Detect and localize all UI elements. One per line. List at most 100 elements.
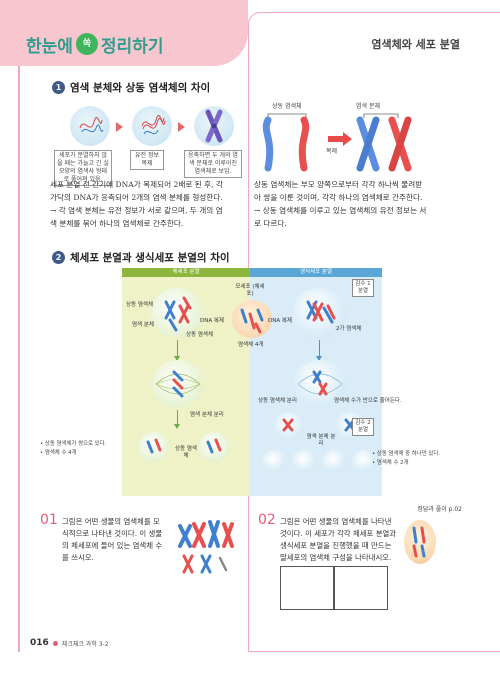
section2-title: 체세포 분열과 생식세포 분열의 차이 xyxy=(70,252,230,264)
caption-chromatin: 세포가 분열하지 않을 때는 가늘고 긴 실모양의 염색사 형태로 풀어져 있음… xyxy=(54,150,112,186)
germ-daughter-3 xyxy=(322,450,346,472)
germ-meiosis2-cell-left xyxy=(274,412,304,440)
section1-heading: 1 염색 분체와 상동 염색체의 차이 xyxy=(52,80,210,95)
note-somatic-line-1: • 상동 염색체가 쌍으로 있다. xyxy=(40,441,107,447)
question1-number: 01 xyxy=(40,512,58,528)
lbl-chromatid-left: 염색 분체 xyxy=(132,322,154,328)
question1-chromosome-figure xyxy=(178,520,234,574)
para-right-line-3: → 상동 염색체를 이루고 있는 염색체의 유전 정보는 서 xyxy=(254,206,427,215)
germ-meiosis2-left-chromosomes xyxy=(282,418,294,432)
header-tab xyxy=(0,0,248,66)
answer-reference: 정답과 풀이 p.02 xyxy=(417,506,462,513)
brand-badge: 쏙 xyxy=(75,33,98,55)
lbl-chromatid-separation-2: 염색 분체 분리 xyxy=(306,434,336,447)
lbl-half-chromosome: 염색체 수가 반으로 줄어든다. xyxy=(334,398,402,404)
caption-replicate: 유전 정보 복제 xyxy=(130,150,164,170)
answer-box-somatic[interactable] xyxy=(280,566,334,610)
q1-line-2: 식적으로 나타낸 것이다. 이 생물 xyxy=(62,529,163,538)
question1-text: 그림은 어떤 생물의 염색체를 모 식적으로 나타낸 것이다. 이 생물 의 체… xyxy=(62,516,174,564)
brand-tail: 정리하기 xyxy=(100,36,164,57)
question2-cell-chromosomes xyxy=(412,526,426,558)
q2-line-1: 그림은 어떤 생물의 염색체를 나타낸 xyxy=(280,517,392,526)
arrow-right-1 xyxy=(116,122,123,132)
section2-number: 2 xyxy=(52,251,65,264)
somatic-spindle xyxy=(155,370,201,398)
answer-box-germ[interactable] xyxy=(334,566,388,610)
chromosome-comparison-drawing xyxy=(262,113,412,172)
q1-line-4: 를 쓰시오. xyxy=(62,553,94,562)
somatic-division-tag: 체세포 분열 xyxy=(122,268,250,277)
label-homolog-top: 상동 염색체 xyxy=(272,103,302,110)
germ-mother-cell xyxy=(292,288,346,338)
note-somatic: • 상동 염색체가 쌍으로 있다. • 염색체 수 4개 xyxy=(40,440,106,458)
germ-daughter-1 xyxy=(262,450,286,472)
lbl-homolog-left: 상동 염색체 xyxy=(126,302,154,308)
lbl-homolog-separation: 상동 염색체 분리 xyxy=(258,398,297,404)
cell-progression xyxy=(62,106,242,146)
arrow-germ-1 xyxy=(314,340,324,361)
arrow-right-2 xyxy=(178,122,185,132)
somatic-mother-cell xyxy=(150,288,204,338)
section1-left-paragraph: 세포 분열 전 간기에 DNA가 복제되어 2배로 된 후, 각 가닥의 DNA… xyxy=(50,178,246,230)
chromatin-drawing xyxy=(79,116,104,133)
q2-line-3: 생식세포 분열을 진행했을 때 만드는 xyxy=(280,541,392,550)
question2-text: 그림은 어떤 생물의 염색체를 나타낸 것이다. 이 세포가 각각 체세포 분열… xyxy=(280,516,412,564)
lbl-dna-replication-left: DNA 복제 xyxy=(200,318,224,324)
note-germ-line-1: • 상동 염색체 중 하나만 있다. xyxy=(372,451,441,457)
page-title: 염색체와 세포 분열 xyxy=(371,38,460,51)
para-left-line-2: 가닥의 DNA가 응축되어 2개의 염색 분체를 형성한다. xyxy=(50,193,223,202)
cell-replicated xyxy=(132,106,172,146)
question2-number: 02 xyxy=(258,512,276,528)
somatic-daughter-right xyxy=(198,432,230,462)
badge-meiosis-1: 감수 1분열 xyxy=(352,279,374,297)
note-germ-line-2: • 염색체 수 2개 xyxy=(372,460,409,466)
somatic-metaphase-cell xyxy=(152,360,204,408)
section1-title: 염색 분체와 상동 염색체의 차이 xyxy=(70,82,211,94)
cell-condensed xyxy=(194,106,234,146)
lbl-mother-cell: 모세포 (체세포) xyxy=(235,284,265,297)
somatic-daughter-left xyxy=(138,432,170,462)
germ-mother-chromosomes xyxy=(306,300,336,324)
germ-division-tag: 생식세포 분열 xyxy=(250,268,382,277)
left-frame-line xyxy=(18,66,20,652)
para-right-line-2: 아 쌍을 이룬 것이며, 각각 하나의 염색체로 간주한다. xyxy=(254,193,423,202)
brand-main: 한눈에 xyxy=(26,36,73,57)
badge-meiosis-2: 감수 2분열 xyxy=(352,418,374,436)
germ-spindle xyxy=(297,370,343,396)
lbl-chromatid-separation-1: 염색 분체 분리 xyxy=(190,412,224,418)
lbl-homolog-bottom: 상동 염색체 xyxy=(175,446,197,459)
cell-chromatin xyxy=(70,106,110,146)
label-replicate: 복제 xyxy=(326,148,338,155)
arrow-somatic-1 xyxy=(172,340,182,361)
page-number: 016 xyxy=(30,638,49,648)
lbl-homolog-mid: 상동 염색체 xyxy=(186,332,214,338)
somatic-daughter-right-chromosomes xyxy=(206,438,222,454)
para-left-line-4: 색 분체를 묶어 하나의 염색체로 간주한다. xyxy=(50,219,184,228)
lbl-dna-replication-right: DNA 복제 xyxy=(268,318,292,324)
lbl-bivalent: 2가 염색체 xyxy=(336,326,362,332)
section1-number: 1 xyxy=(52,81,65,94)
para-right-line-1: 상동 염색체는 부모 양쪽으로부터 각각 하나씩 물려받 xyxy=(254,180,423,189)
replicate-arrow xyxy=(328,132,352,146)
label-chromatid-top: 염색 분체 xyxy=(356,103,380,110)
question2-cell xyxy=(404,520,436,564)
footer-bullet-icon xyxy=(52,640,58,646)
para-left-line-3: → 각 염색 분체는 유전 정보가 서로 같으며, 두 개의 염 xyxy=(50,206,223,215)
germ-daughter-2 xyxy=(292,450,316,472)
q2-line-4: 딸세포의 염색체 구성을 나타내시오. xyxy=(280,553,392,562)
mother-cell-chromosomes xyxy=(240,308,264,334)
footer: 016 체크체크 과학 3-2 xyxy=(30,638,109,648)
section1-right-paragraph: 상동 염색체는 부모 양쪽으로부터 각각 하나씩 물려받 아 쌍을 이룬 것이며… xyxy=(254,178,450,230)
section2-heading: 2 체세포 분열과 생식세포 분열의 차이 xyxy=(52,250,230,265)
replicated-chromatin-drawing xyxy=(141,114,166,135)
condensed-chromosome-drawing xyxy=(205,109,223,143)
para-left-line-1: 세포 분열 전 간기에 DNA가 복제되어 2배로 된 후, 각 xyxy=(50,180,223,189)
lbl-chromosome-4: 염색체 4개 xyxy=(238,342,264,348)
q2-line-2: 것이다. 이 세포가 각각 체세포 분열과 xyxy=(280,529,397,538)
q1-line-3: 의 체세포에 들어 있는 염색체 수 xyxy=(62,541,163,550)
arrow-somatic-2 xyxy=(172,410,182,429)
para-right-line-4: 로 다르다. xyxy=(254,219,287,228)
brand-logo: 한눈에 쏙 정리하기 xyxy=(26,30,163,58)
somatic-daughter-left-chromosomes xyxy=(146,438,162,454)
note-germ: • 상동 염색체 중 하나만 있다. • 염색체 수 2개 xyxy=(372,450,440,468)
